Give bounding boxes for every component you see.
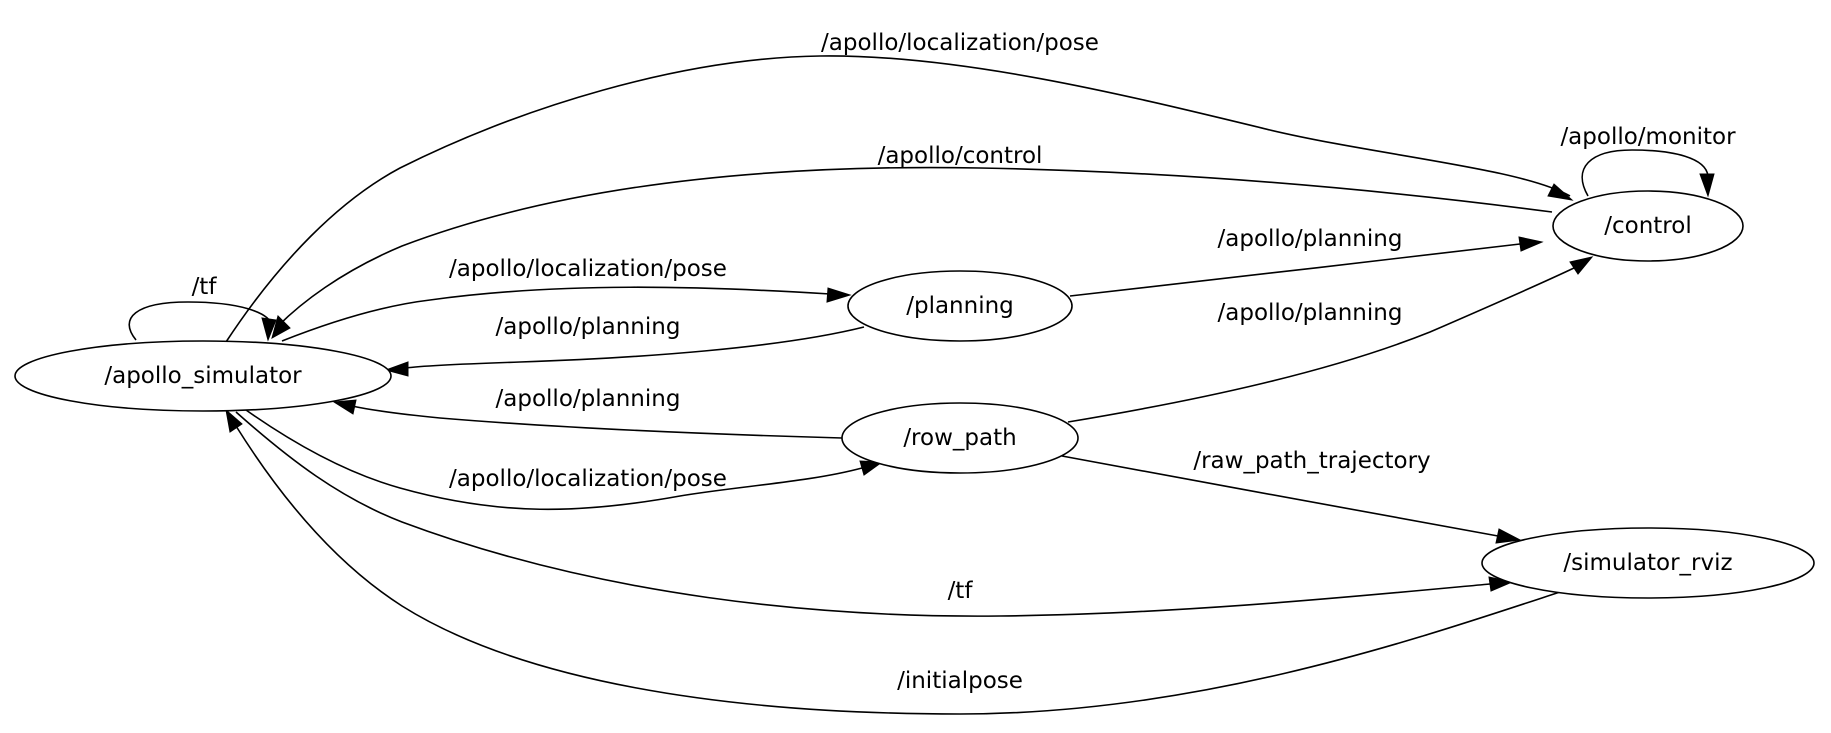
edge-control-to-sim-control: /apollo/control [271, 143, 1553, 340]
edge-label: /apollo/monitor [1560, 124, 1736, 150]
edge-rowpath-to-control-planning: /apollo/planning [1067, 256, 1594, 423]
edge-sim-to-planning-pose: /apollo/localization/pose [281, 256, 852, 342]
edge-sim-to-rowpath-pose: /apollo/localization/pose [245, 409, 884, 511]
node-planning[interactable]: /planning [847, 270, 1073, 342]
edge-rviz-to-sim-initialpose: /initialpose [225, 408, 1561, 715]
edge-sim-to-rviz-tf: /tf [235, 411, 1514, 617]
edge-label: /apollo/planning [496, 314, 681, 340]
edge-label: /apollo/planning [496, 386, 681, 412]
node-label: /simulator_rviz [1563, 550, 1732, 576]
edge-label: /apollo/localization/pose [449, 466, 727, 492]
edge-label: /apollo/control [878, 143, 1043, 169]
edge-planning-to-control-planning: /apollo/planning [1069, 226, 1544, 297]
edge-label: /apollo/localization/pose [449, 256, 727, 282]
edge-control-self-monitor: /apollo/monitor [1560, 124, 1736, 198]
node-apollo-simulator[interactable]: /apollo_simulator [14, 340, 392, 412]
edge-label: /apollo/planning [1218, 300, 1403, 326]
node-control[interactable]: /control [1552, 190, 1744, 262]
edge-label: /apollo/planning [1218, 226, 1403, 252]
node-label: /control [1604, 213, 1691, 239]
edge-label: /raw_path_trajectory [1193, 448, 1430, 474]
edge-sim-self-tf: /tf [128, 274, 277, 342]
edge-rowpath-to-sim-planning: /apollo/planning [332, 386, 843, 439]
node-simulator-rviz[interactable]: /simulator_rviz [1481, 527, 1815, 599]
node-label: /planning [906, 293, 1014, 319]
edge-rowpath-to-rviz-trajectory: /raw_path_trajectory [1061, 448, 1522, 544]
edge-label: /tf [948, 578, 974, 604]
edge-sim-to-control-pose: /apollo/localization/pose [225, 30, 1574, 343]
edge-planning-to-sim-planning: /apollo/planning [384, 314, 865, 377]
node-label: /apollo_simulator [104, 363, 302, 389]
edge-label: /apollo/localization/pose [821, 30, 1099, 56]
edge-label: /tf [192, 274, 218, 300]
node-row-path[interactable]: /row_path [841, 402, 1079, 474]
edge-label: /initialpose [897, 668, 1023, 694]
node-label: /row_path [903, 425, 1016, 451]
